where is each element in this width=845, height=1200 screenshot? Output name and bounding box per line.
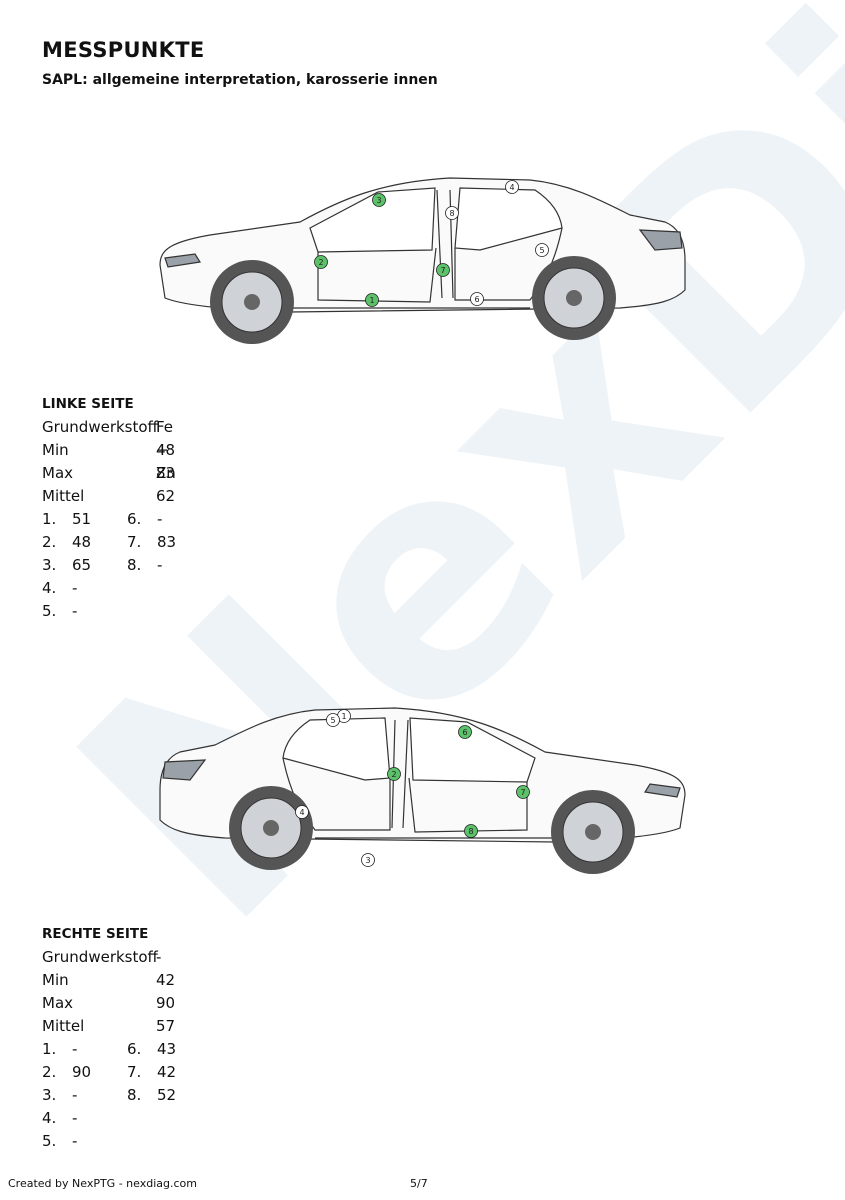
measurement-point-marker [365,293,379,307]
measurement-point-marker [445,206,459,220]
measurement-point-marker [295,805,309,819]
measurement-point-number: 2 [391,770,396,779]
min-value: 48 [156,441,176,459]
measurement-point-marker [361,853,375,867]
point-label: 2. [42,1063,57,1081]
point-value: 51 [72,510,92,528]
point-value: 43 [157,1040,177,1058]
point-value: - [72,1086,78,1104]
material-value: - [156,948,162,966]
point-value: 90 [72,1063,92,1081]
point-label: 1. [42,510,57,528]
measurement-point-number: 8 [449,209,454,218]
point-value: 83 [157,533,177,551]
measurement-point-marker [458,725,472,739]
max-value: 83 [156,464,176,482]
measurement-point-number: 7 [440,266,445,275]
measurement-point-marker [387,767,401,781]
measurement-point-marker [326,713,340,727]
max-label: Max [42,464,74,482]
material-label: Grundwerkstoff [42,948,158,966]
car-diagram-left-side: 1 2 3 4 5 6 7 8 [159,177,686,344]
measurement-point-number: 7 [520,788,525,797]
point-label: 3. [42,1086,57,1104]
avg-label: Mittel [42,1017,85,1035]
measurement-point-number: 5 [330,716,335,725]
min-label: Min [42,971,69,989]
measurement-point-number: 1 [369,296,374,305]
point-label: 4. [42,1109,57,1127]
point-value: - [72,1132,78,1150]
car-diagram-right-side: 1 2 3 4 5 6 7 8 [159,707,686,874]
measurement-point-number: 3 [365,856,370,865]
left-side-heading: LINKE SEITE [42,396,134,412]
point-label: 8. [127,556,142,574]
point-label: 3. [42,556,57,574]
measurement-point-marker [516,785,530,799]
material-label: Grundwerkstoff [42,418,158,436]
point-label: 6. [127,1040,142,1058]
point-label: 5. [42,602,57,620]
point-value: - [72,602,78,620]
point-value: - [157,510,163,528]
point-label: 7. [127,1063,142,1081]
measurement-point-marker [464,824,478,838]
page-number: 5/7 [410,1177,428,1190]
measurement-point-marker [505,180,519,194]
measurement-point-marker [470,292,484,306]
point-value: - [72,1040,78,1058]
measurement-point-marker [314,255,328,269]
page-subtitle: SAPL: allgemeine interpretation, karosse… [42,72,438,88]
point-value: 52 [157,1086,177,1104]
footer-credit: Created by NexPTG - nexdiag.com [8,1177,197,1190]
measurement-point-marker [535,243,549,257]
page-title: MESSPUNKTE [42,38,205,62]
measurement-point-number: 5 [539,246,544,255]
point-value: 65 [72,556,92,574]
point-label: 1. [42,1040,57,1058]
measurement-point-number: 3 [376,196,381,205]
measurement-point-marker [436,263,450,277]
point-value: - [72,1109,78,1127]
point-label: 2. [42,533,57,551]
point-label: 5. [42,1132,57,1150]
avg-label: Mittel [42,487,85,505]
point-value: - [157,556,163,574]
point-label: 6. [127,510,142,528]
measurement-point-number: 2 [318,258,323,267]
avg-value: 62 [156,487,176,505]
right-side-heading: RECHTE SEITE [42,926,149,942]
point-value: - [72,579,78,597]
min-label: Min [42,441,69,459]
measurement-point-number: 6 [474,295,479,304]
max-value: 90 [156,994,176,1012]
measurement-point-number: 1 [341,712,346,721]
measurement-point-number: 4 [299,808,304,817]
measurement-point-number: 8 [468,827,473,836]
point-value: 42 [157,1063,177,1081]
point-label: 4. [42,579,57,597]
point-value: 48 [72,533,92,551]
min-value: 42 [156,971,176,989]
material-value: Fe + Zn [156,418,176,482]
point-label: 8. [127,1086,142,1104]
measurement-point-number: 4 [509,183,514,192]
avg-value: 57 [156,1017,176,1035]
point-label: 7. [127,533,142,551]
measurement-point-marker [372,193,386,207]
measurement-point-number: 6 [462,728,467,737]
max-label: Max [42,994,74,1012]
